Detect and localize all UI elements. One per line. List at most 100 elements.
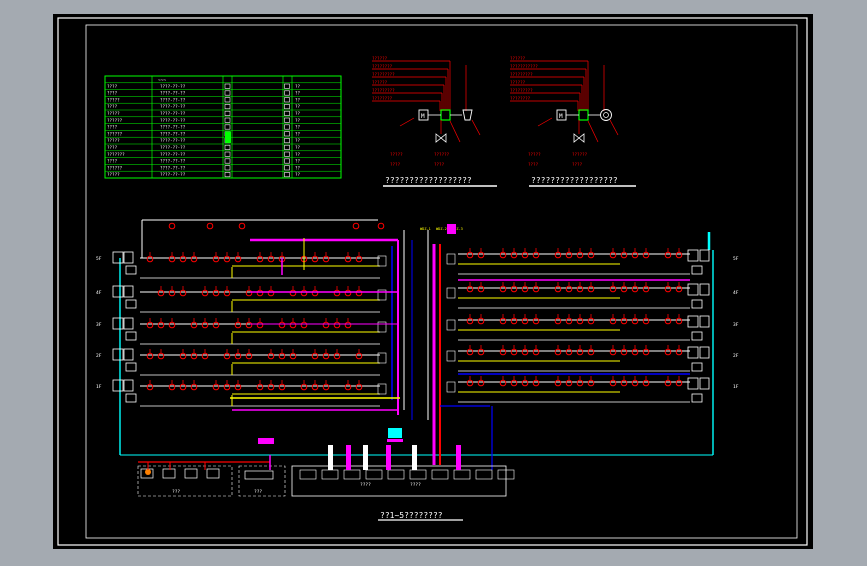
legend-row-qty: ??	[295, 111, 301, 116]
detector-icon	[267, 289, 275, 297]
riser-tag-icon	[447, 224, 456, 234]
detector-icon	[289, 352, 297, 360]
legend-row-name: ????	[107, 159, 118, 164]
detail-bottom-label: ??????	[434, 152, 450, 157]
riser-label: WDZ-1	[420, 227, 431, 231]
legend-row-qty: ??	[295, 145, 301, 150]
legend-row-qty: ??	[295, 165, 301, 170]
legend-symbol-icon	[224, 158, 231, 164]
detail-link	[399, 117, 415, 127]
detector-icon	[532, 251, 540, 259]
detector-icon	[675, 317, 683, 325]
equipment-icon	[162, 468, 176, 479]
legend-row-qty: ??	[295, 152, 301, 157]
detector-icon	[300, 321, 308, 329]
detector-icon	[146, 352, 154, 360]
detector-icon	[631, 251, 639, 259]
detector-icon	[179, 383, 187, 391]
detector-icon	[554, 285, 562, 293]
detector-icon	[587, 379, 595, 387]
junction-box-icon	[377, 255, 387, 267]
detector-icon	[190, 321, 198, 329]
detector-icon	[510, 317, 518, 325]
legend-symbol-icon	[284, 124, 290, 130]
floor-panel-icon	[123, 285, 134, 298]
detector-icon	[256, 383, 264, 391]
detail-bottom-label: ??????	[572, 152, 588, 157]
riser-drop-icon	[328, 445, 333, 470]
detector-icon	[521, 317, 529, 325]
legend-row-code: ????-??-??	[160, 118, 186, 123]
legend-highlight-icon	[225, 131, 231, 143]
detector-icon	[234, 352, 242, 360]
detector-icon	[499, 251, 507, 259]
floor-panel-icon	[699, 283, 710, 296]
legend-row-qty: ??	[295, 118, 301, 123]
junction-box-icon	[446, 319, 456, 331]
detector-icon	[664, 251, 672, 259]
detector-icon	[675, 348, 683, 356]
legend-row-name: ????	[107, 145, 118, 150]
detector-icon	[267, 255, 275, 263]
detector-icon	[609, 379, 617, 387]
riser-label: WDZ-2	[436, 227, 447, 231]
detector-icon	[477, 379, 485, 387]
detector-icon	[245, 352, 253, 360]
floor-label-left: 3F	[96, 322, 102, 328]
floor-panel-icon	[699, 249, 710, 262]
detector-icon	[256, 321, 264, 329]
detector-icon	[245, 289, 253, 297]
floor-panel-icon	[112, 379, 124, 392]
detector-icon	[521, 348, 529, 356]
floor-label-right: 2F	[733, 353, 739, 359]
detector-icon	[223, 255, 231, 263]
junction-box-icon	[377, 383, 387, 395]
module-glyph-icon: M	[421, 113, 425, 120]
legend-row-code: ????-??-??	[160, 104, 186, 109]
detail-b-title: ??????????????????	[531, 176, 618, 185]
detector-icon	[521, 379, 529, 387]
detector-icon	[499, 285, 507, 293]
detector-icon	[532, 348, 540, 356]
detail-link	[537, 117, 553, 127]
floor-label-left: 5F	[96, 256, 102, 262]
detector-icon	[344, 289, 352, 297]
inner-frame	[85, 24, 798, 539]
detector-icon	[532, 379, 540, 387]
legend-table: ~~~????????-??-????????????-??-?????????…	[104, 75, 342, 179]
detail-leader-label: ??????	[372, 56, 388, 61]
legend-row-code: ????-??-??	[160, 125, 186, 130]
detector-icon	[510, 251, 518, 259]
detector-icon	[278, 352, 286, 360]
legend-row-qty: ??	[295, 125, 301, 130]
detector-icon	[300, 383, 308, 391]
detail-leader-label: ????????	[510, 96, 531, 101]
detail-bottom-label: ????	[390, 162, 401, 167]
detail-leader-label: ??????	[510, 80, 526, 85]
legend-symbol-icon	[224, 97, 231, 103]
panel-module-icon	[343, 469, 361, 480]
floor-panel-icon	[112, 285, 124, 298]
legend-symbol-icon	[224, 124, 231, 130]
detector-icon	[223, 289, 231, 297]
detector-icon	[267, 352, 275, 360]
detector-icon	[642, 348, 650, 356]
equipment-zone-mid	[238, 465, 286, 497]
detector-icon	[477, 251, 485, 259]
detector-icon	[664, 317, 672, 325]
detector-icon	[168, 289, 176, 297]
floor-panel-icon	[691, 362, 703, 372]
legend-symbol-icon	[284, 104, 290, 110]
floor-label-right: 4F	[733, 290, 739, 296]
detector-icon	[609, 348, 617, 356]
detector-icon	[223, 352, 231, 360]
legend-row-qty: ??	[295, 104, 301, 109]
detector-icon	[675, 251, 683, 259]
detector-icon	[642, 379, 650, 387]
detector-icon	[234, 255, 242, 263]
detector-icon	[499, 348, 507, 356]
legend-row-qty: ??	[295, 91, 301, 96]
detector-icon	[223, 383, 231, 391]
floor-panel-icon	[691, 331, 703, 341]
panel-module-icon	[387, 469, 405, 480]
